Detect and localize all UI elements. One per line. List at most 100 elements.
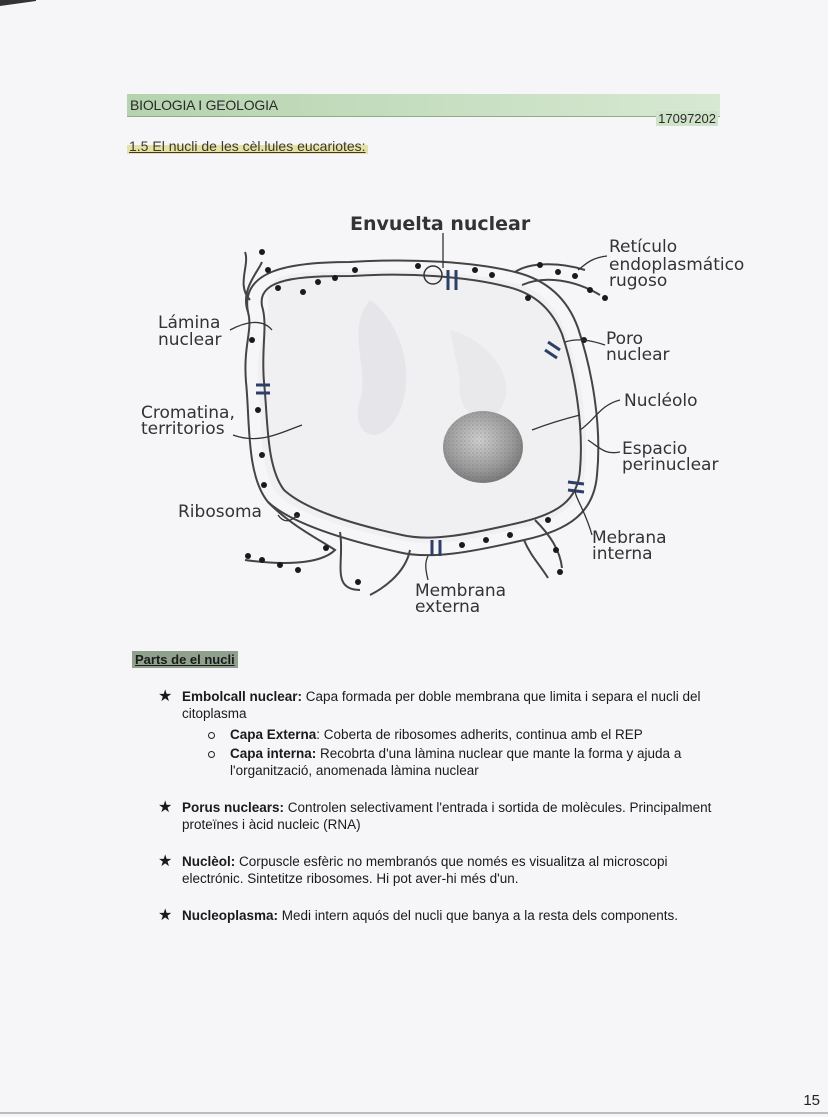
item-text: Controlen selectivament l'entrada i sort… [182,800,712,832]
ribosome [483,537,489,543]
ribosome [300,289,306,295]
ribosome [507,532,513,538]
ribosome [415,263,421,269]
nuclear-pore [430,540,442,556]
label-poro-1: Poro [606,329,643,349]
ribosome [557,569,563,575]
label-lamina-2: nuclear [158,330,221,350]
label-espacio-2: perinuclear [622,455,718,475]
label-poro-2: nuclear [606,345,669,365]
outer-membrane [244,259,600,557]
er-strand [523,519,563,579]
parts-list: ★ Embolcall nuclear: Capa formada per do… [158,688,724,944]
ribosome [602,295,608,301]
label-reticulo-1: Retículo [609,237,677,257]
label-reticulo-2: endoplasmático [609,255,744,275]
header-date: 17097202 [656,111,718,126]
leader-line [579,399,621,431]
sub-list: Capa Externa: Coberta de ribosomes adher… [182,726,724,779]
chromatin-territory [450,330,507,419]
label-membrana-externa-2: externa [415,597,480,617]
ribosome [245,553,251,559]
circle-bullet-icon [208,732,215,739]
nuclear-pore [256,383,270,395]
leader-line [574,489,593,536]
ribosome [352,267,358,273]
item-text: Corpuscle esfèric no membranós que només… [182,854,668,886]
ribosome [295,567,301,573]
label-reticulo-3: rugoso [609,271,667,291]
nucleus-diagram: Envuelta nuclear Retículo endoplasmático… [141,213,744,617]
leader-line [232,424,303,440]
nuclear-pores [256,270,585,556]
label-espacio-1: Espacio [622,439,687,459]
sub-item: Capa Externa: Coberta de ribosomes adher… [182,726,724,743]
inner-membrane [260,273,582,539]
header-bar: BIOLOGIA I GEOLOGIA 17097202 [127,94,720,126]
ribosome [315,279,321,285]
list-item: ★ Nuclèol: Corpuscle esfèric no membranó… [158,853,724,887]
list-item: ★ Embolcall nuclear: Capa formada per do… [158,688,724,779]
item-term: Embolcall nuclear: [182,689,303,704]
ribosome [553,547,559,553]
label-ribosoma: Ribosoma [178,502,262,522]
label-lamina-1: Lámina [158,313,220,333]
ribosome [555,269,561,275]
ribosomes [245,249,608,585]
sub-term: Capa Externa [230,727,317,742]
er-strand [369,549,411,596]
section-title: 1.5 El nucli de les cèl.lules eucariotes… [127,138,368,154]
nuclear-pore [567,480,585,494]
item-term: Nucleoplasma: [182,908,279,923]
circle-bullet-icon [208,751,215,758]
ribosome [259,249,265,255]
leader-line [577,255,608,271]
sub-text: : Coberta de ribosomes adherits, continu… [316,727,643,742]
ribosome [537,262,543,268]
nuclear-pore [544,340,561,360]
star-icon: ★ [158,907,173,924]
ribosome [255,407,261,413]
leader-line [564,339,606,346]
parts-title: Parts de el nucli [132,651,238,668]
ribosome [275,285,281,291]
ribosome [355,579,361,585]
ribosome [572,273,578,279]
ribosome [472,267,478,273]
sub-text: Recobrta d'una làmina nuclear que mante … [230,746,682,778]
item-text: Capa formada per doble membrana que limi… [182,689,701,721]
page-bottom-edge [0,1112,828,1114]
label-nucleolo: Nucléolo [624,391,698,411]
pore-highlight-ring [423,265,443,285]
er-strand [242,251,263,313]
page-number: 15 [803,1092,820,1109]
label-cromatina-1: Cromatina, [141,403,235,423]
ribosome [587,287,593,293]
ribosome [459,542,465,548]
leader-lines [229,233,621,581]
nuclear-pore [446,270,458,290]
leader-line [229,321,273,331]
nucleolus-texture [443,411,523,483]
ribosome [261,482,267,488]
label-mebrana-interna-1: Mebrana [592,528,667,548]
ribosome [525,295,531,301]
ribosome [332,275,338,281]
chromatin-territory [357,300,407,435]
ribosome [259,452,265,458]
label-mebrana-interna-2: interna [592,544,653,564]
leader-line [531,414,581,431]
star-icon: ★ [158,688,173,705]
label-cromatina-2: territorios [141,419,225,439]
leader-line [587,439,621,454]
item-text: Medi intern aquós del nucli que banya a … [278,908,679,923]
ribosome [265,267,271,273]
ribosome [545,517,551,523]
star-icon: ★ [158,853,173,870]
leader-line [425,555,429,581]
ribosome [259,557,265,563]
sub-item: Capa interna: Recobrta d'una làmina nucl… [182,745,724,779]
nucleoplasm [257,270,587,544]
item-term: Nuclèol: [182,854,236,869]
list-item: ★ Nucleoplasma: Medi intern aquós del nu… [158,907,724,924]
